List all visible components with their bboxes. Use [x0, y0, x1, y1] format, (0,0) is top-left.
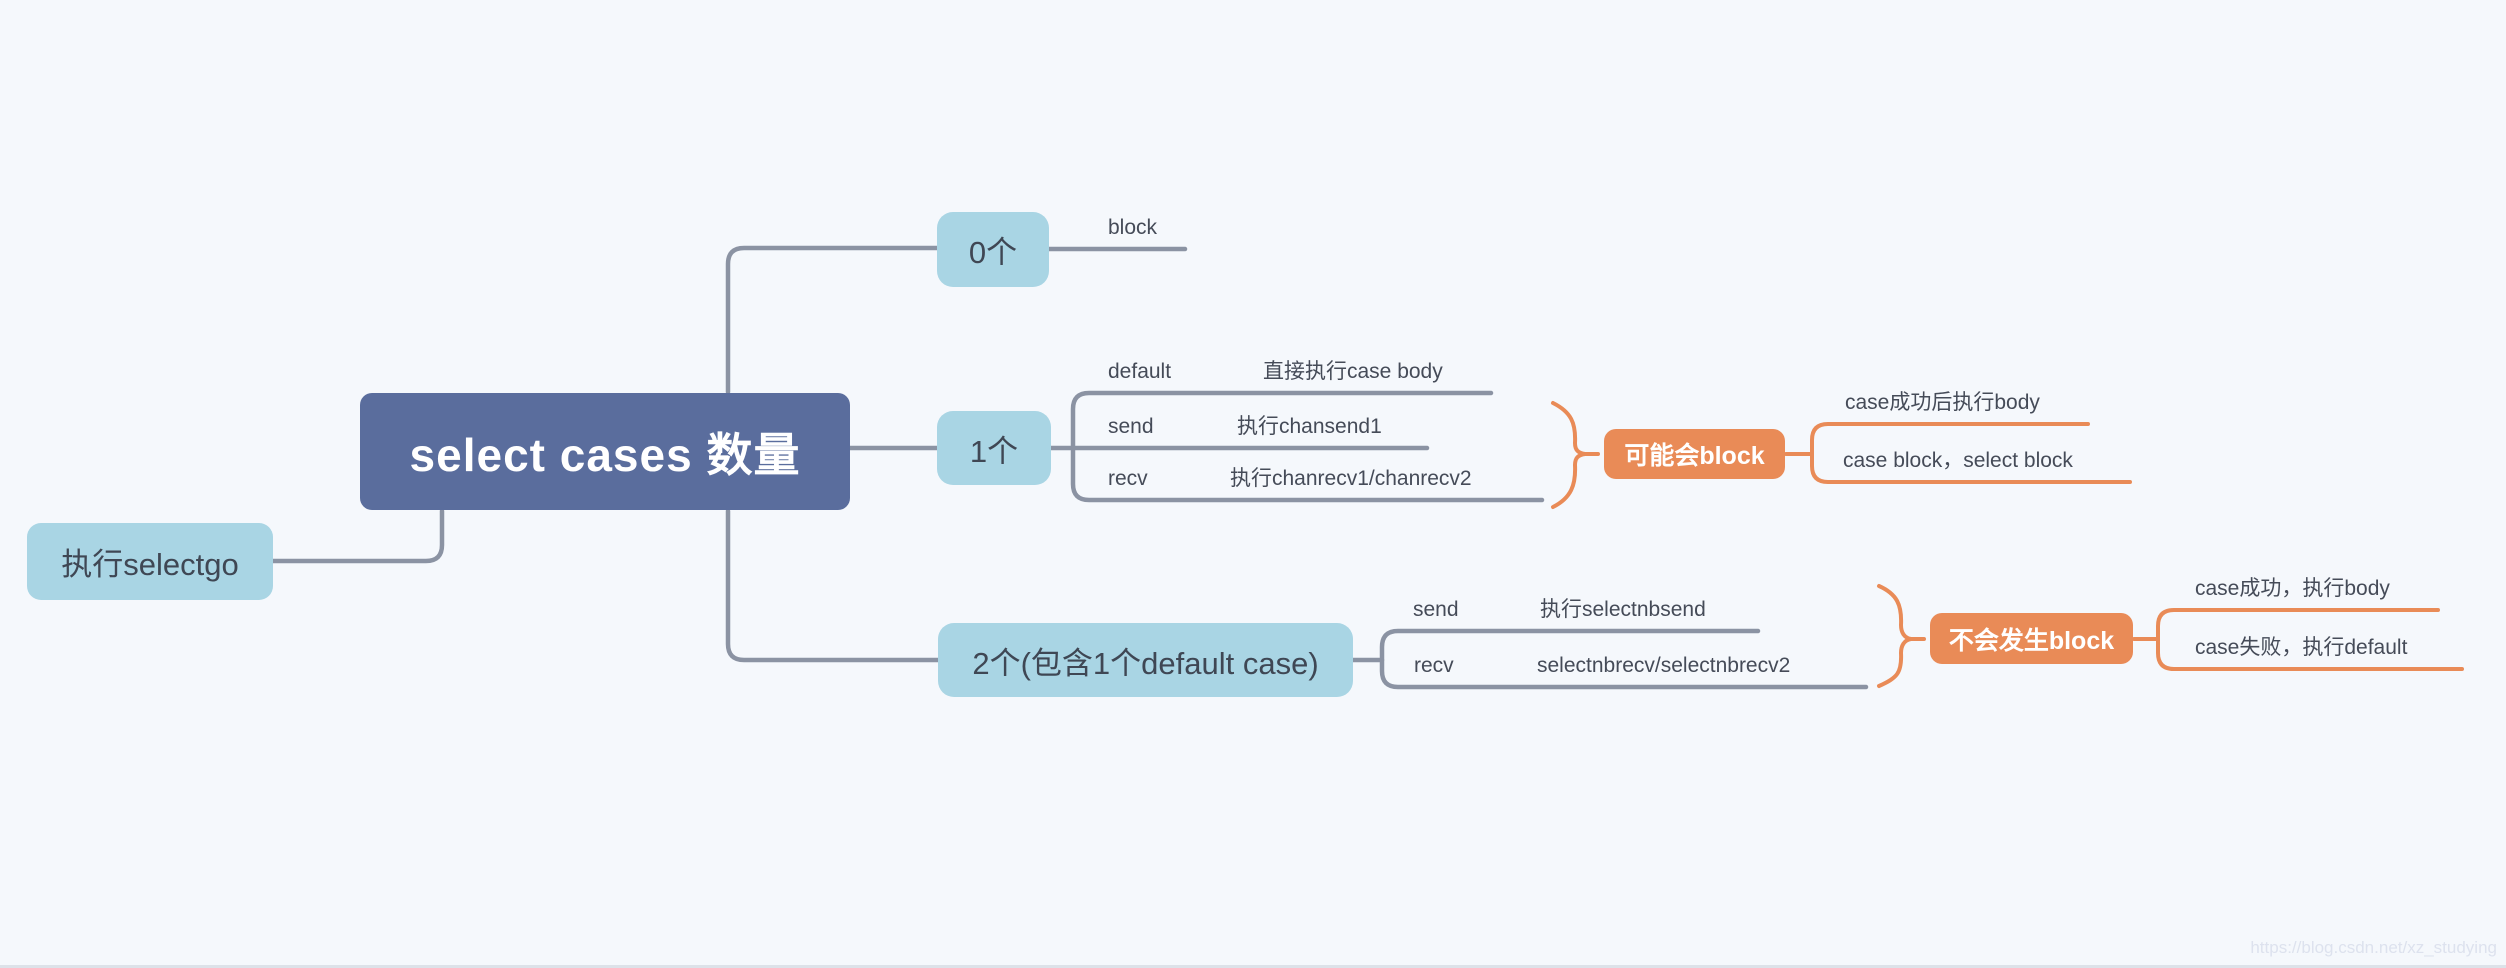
- topic-maybe-block[interactable]: 可能会block: [1604, 429, 1785, 479]
- topic-no-block[interactable]: 不会发生block: [1930, 613, 2133, 664]
- topic-recv-action[interactable]: 执行chanrecv1/chanrecv2: [1230, 467, 1472, 490]
- topic-branch-0cases[interactable]: 0个: [937, 212, 1049, 287]
- topic-send-action[interactable]: 执行chansend1: [1237, 415, 1382, 438]
- topic-send[interactable]: send: [1108, 415, 1154, 438]
- topic-recv[interactable]: recv: [1108, 467, 1148, 490]
- note-case-fail-exec-default[interactable]: case失败，执行default: [2195, 636, 2408, 659]
- topic-selectgo[interactable]: 执行selectgo: [27, 523, 273, 600]
- note-case-success-exec-body[interactable]: case成功，执行body: [2195, 577, 2390, 600]
- bracket-branch2-send-recv: [1379, 628, 1869, 690]
- connector-root-to-branch2: [725, 508, 1385, 663]
- topic-recv-2[interactable]: recv: [1414, 654, 1454, 677]
- topic-branch-2cases[interactable]: 2个(包含1个default case): [938, 623, 1353, 697]
- topic-block[interactable]: block: [1108, 216, 1158, 239]
- topic-recv-2-action[interactable]: selectnbrecv/selectnbrecv2: [1537, 654, 1791, 677]
- topic-default[interactable]: default: [1108, 360, 1172, 383]
- connector-selectgo-to-root: [270, 508, 445, 564]
- summary-brace-branch2: [1877, 584, 1926, 688]
- note-case-block-select-block[interactable]: case block，select block: [1843, 449, 2073, 472]
- topic-default-action[interactable]: 直接执行case body: [1263, 360, 1443, 383]
- topic-send-2[interactable]: send: [1413, 598, 1459, 621]
- topic-send-2-action[interactable]: 执行selectnbsend: [1540, 598, 1706, 621]
- bracket-maybe-block-notes: [1810, 422, 2132, 484]
- connector-root-to-branch0: [725, 245, 940, 395]
- topic-root[interactable]: select cases 数量: [360, 393, 850, 510]
- bracket-no-block-notes: [2156, 608, 2464, 671]
- note-case-success-body[interactable]: case成功后执行body: [1845, 391, 2040, 414]
- topic-branch-1case[interactable]: 1个: [937, 411, 1051, 485]
- watermark-url: https://blog.csdn.net/xz_studying: [2250, 938, 2497, 957]
- bottom-edge-divider: [0, 965, 2506, 968]
- summary-brace-branch1: [1551, 401, 1600, 509]
